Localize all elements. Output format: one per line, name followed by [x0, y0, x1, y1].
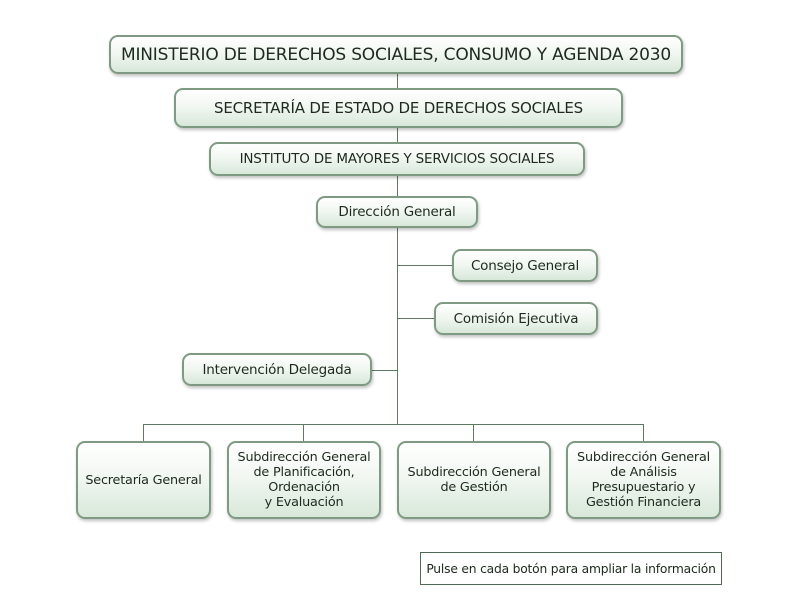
- connector-consejo: [397, 265, 452, 266]
- node-label: Comisión Ejecutiva: [453, 310, 579, 327]
- connector-intervencion: [372, 370, 397, 371]
- node-instituto[interactable]: INSTITUTO DE MAYORES Y SERVICIOS SOCIALE…: [209, 142, 585, 176]
- connector-sg-gestion: [473, 424, 474, 441]
- node-label-line: Presupuestario y: [591, 480, 696, 495]
- node-sg-gestion[interactable]: Subdirección General de Gestión: [397, 441, 551, 519]
- node-label-line: Ordenación: [268, 480, 340, 495]
- node-label: Secretaría General: [85, 472, 202, 488]
- connector-secretaria-general: [143, 424, 144, 441]
- node-label: Intervención Delegada: [202, 361, 352, 378]
- instruction-note: Pulse en cada botón para ampliar la info…: [420, 552, 722, 585]
- node-consejo-general[interactable]: Consejo General: [452, 249, 598, 282]
- node-label-line: de Gestión: [440, 480, 508, 495]
- node-label: MINISTERIO DE DERECHOS SOCIALES, CONSUMO…: [121, 44, 671, 65]
- node-label-line: de Análisis: [610, 465, 677, 480]
- node-intervencion-delegada[interactable]: Intervención Delegada: [182, 353, 372, 386]
- node-label-line: Subdirección General: [577, 450, 710, 465]
- connector-secretaria-instituto: [397, 128, 398, 142]
- node-label-line: Subdirección General: [237, 450, 371, 465]
- connector-instituto-direccion: [397, 176, 398, 196]
- connector-ministerio-secretaria: [397, 74, 398, 88]
- instruction-text: Pulse en cada botón para ampliar la info…: [426, 561, 716, 576]
- node-ministerio[interactable]: MINISTERIO DE DERECHOS SOCIALES, CONSUMO…: [109, 35, 683, 74]
- node-label-line: de Planificación,: [253, 465, 355, 480]
- connector-sg-analisis: [643, 424, 644, 441]
- node-label: SECRETARÍA DE ESTADO DE DERECHOS SOCIALE…: [214, 99, 583, 117]
- node-secretaria-general[interactable]: Secretaría General: [76, 441, 211, 519]
- node-direccion-general[interactable]: Dirección General: [316, 196, 478, 228]
- node-label: Consejo General: [470, 257, 580, 274]
- connector-direccion-trunk: [397, 228, 398, 424]
- node-label: INSTITUTO DE MAYORES Y SERVICIOS SOCIALE…: [239, 151, 555, 167]
- node-comision-ejecutiva[interactable]: Comisión Ejecutiva: [434, 302, 598, 335]
- node-label-line: Gestión Financiera: [585, 495, 702, 510]
- node-sg-analisis[interactable]: Subdirección General de Análisis Presupu…: [566, 441, 721, 519]
- node-sg-planificacion[interactable]: Subdirección General de Planificación, O…: [227, 441, 381, 519]
- node-secretaria-estado[interactable]: SECRETARÍA DE ESTADO DE DERECHOS SOCIALE…: [174, 88, 623, 128]
- node-label-line: Subdirección General: [407, 465, 541, 480]
- connector-sg-planificacion: [303, 424, 304, 441]
- node-label: Dirección General: [338, 204, 456, 220]
- node-label-line: y Evaluación: [264, 495, 344, 510]
- connector-bottom-bar: [143, 424, 644, 425]
- connector-comision: [397, 318, 434, 319]
